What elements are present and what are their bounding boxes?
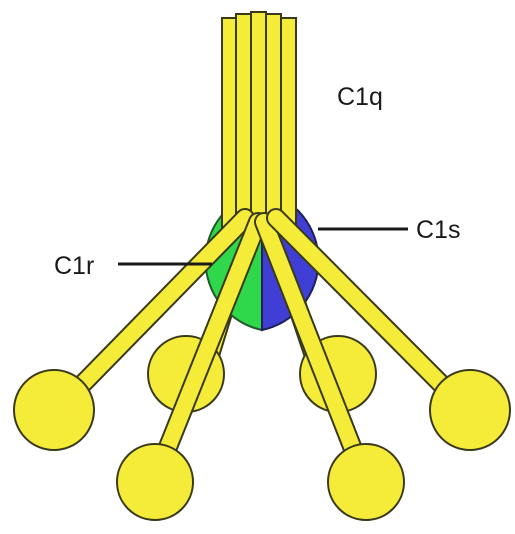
c1q-label: C1q: [337, 83, 383, 111]
c1r-label: C1r: [54, 252, 94, 280]
c1q-stalk: [222, 12, 296, 228]
head-far-left: [14, 370, 94, 450]
c1s-label: C1s: [416, 216, 460, 244]
head-front-right: [328, 444, 404, 520]
globular-heads: [14, 370, 510, 520]
head-far-right: [430, 370, 510, 450]
head-front-left: [117, 444, 193, 520]
